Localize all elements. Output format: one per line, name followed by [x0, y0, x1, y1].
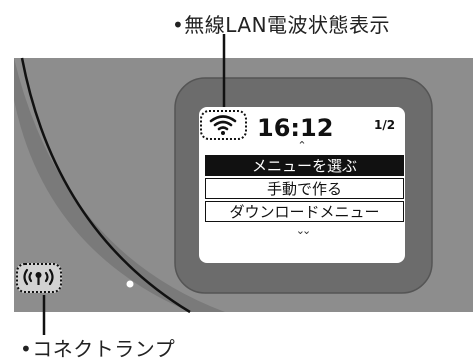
- wifi-status-label: •無線LAN電波状態表示: [172, 13, 391, 37]
- dial-ring: [14, 58, 225, 312]
- clock-time: 16:12: [257, 114, 334, 142]
- wifi-icon: [209, 115, 237, 135]
- menu-item-select-menu[interactable]: メニューを選ぶ: [205, 155, 404, 176]
- page-indicator: 1/2: [374, 118, 396, 132]
- menu-item-manual[interactable]: 手動で作る: [205, 178, 404, 199]
- wifi-status-highlight: [200, 110, 247, 140]
- status-bar: 16:12 1/2: [199, 107, 405, 145]
- dial-dot: [126, 280, 134, 288]
- scroll-down-icon[interactable]: ⌄⌄: [295, 224, 311, 237]
- connect-lamp-highlight: [16, 263, 62, 293]
- display-screen: 16:12 1/2 ⌃ メニューを選ぶ 手動で作る ダウンロードメニュー ⌄⌄: [199, 107, 405, 263]
- connect-lamp-icon: [23, 268, 54, 286]
- scroll-up-icon[interactable]: ⌃: [297, 139, 307, 152]
- menu-item-download-menu[interactable]: ダウンロードメニュー: [205, 201, 404, 222]
- connect-lamp-label: •コネクトランプ: [20, 337, 176, 361]
- dial-ring-edge: [20, 57, 191, 314]
